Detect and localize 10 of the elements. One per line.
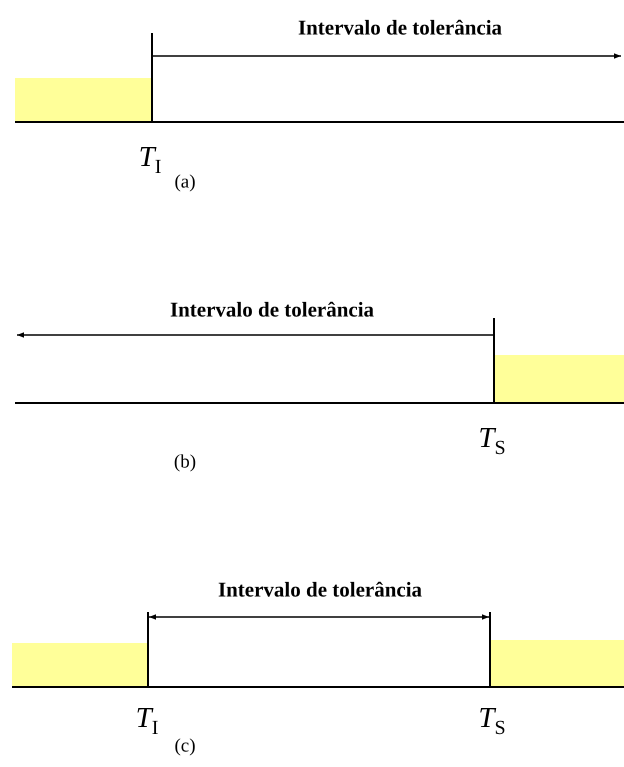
panel-label: (b) [174, 452, 196, 474]
panel-label: (c) [174, 736, 196, 758]
interval-label: Intervalo de tolerância [298, 16, 502, 40]
limit-label: T$_{I}$ [138, 142, 162, 178]
limit-label: T$_{S}$ [478, 423, 506, 459]
limit-label: T$_{I}$ [136, 703, 158, 739]
interval-label: Intervalo de tolerância [218, 578, 422, 602]
limit-label: T$_{S}$ [478, 703, 506, 739]
interval-label: Intervalo de tolerância [170, 298, 374, 322]
panel-label: (a) [174, 172, 196, 194]
